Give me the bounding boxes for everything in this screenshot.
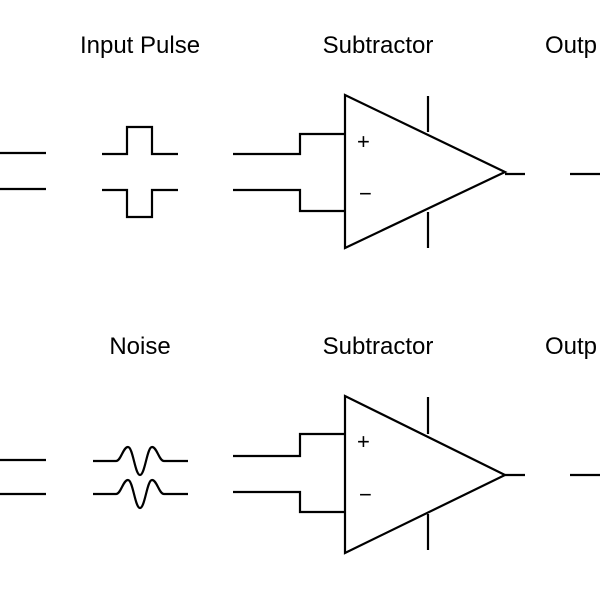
row-input-pulse: Input Pulse Subtractor Outp + −: [0, 32, 600, 250]
plus-sign-1: +: [357, 129, 370, 154]
row-noise: Noise Subtractor Outp + −: [0, 333, 600, 555]
output-label-1: Outp: [545, 32, 597, 59]
positive-pulse-waveform: [102, 125, 178, 156]
noise-waveform-bottom: [93, 478, 188, 510]
negative-pulse-waveform: [102, 188, 178, 219]
minus-sign-2: −: [359, 482, 372, 507]
minus-input-wire-1: [233, 188, 345, 213]
noise-label: Noise: [109, 333, 170, 360]
subtractor-amplifier-2: [343, 394, 508, 555]
subtractor-amplifier-1: [343, 93, 508, 250]
plus-input-wire-2: [233, 432, 345, 458]
plus-sign-2: +: [357, 429, 370, 454]
plus-input-wire-1: [233, 132, 345, 156]
input-pulse-label: Input Pulse: [80, 32, 200, 59]
output-label-2: Outp: [545, 333, 597, 360]
subtractor-label-2: Subtractor: [323, 333, 434, 360]
noise-waveform-top: [93, 445, 188, 477]
minus-sign-1: −: [359, 181, 372, 206]
subtractor-label-1: Subtractor: [323, 32, 434, 59]
minus-input-wire-2: [233, 490, 345, 514]
